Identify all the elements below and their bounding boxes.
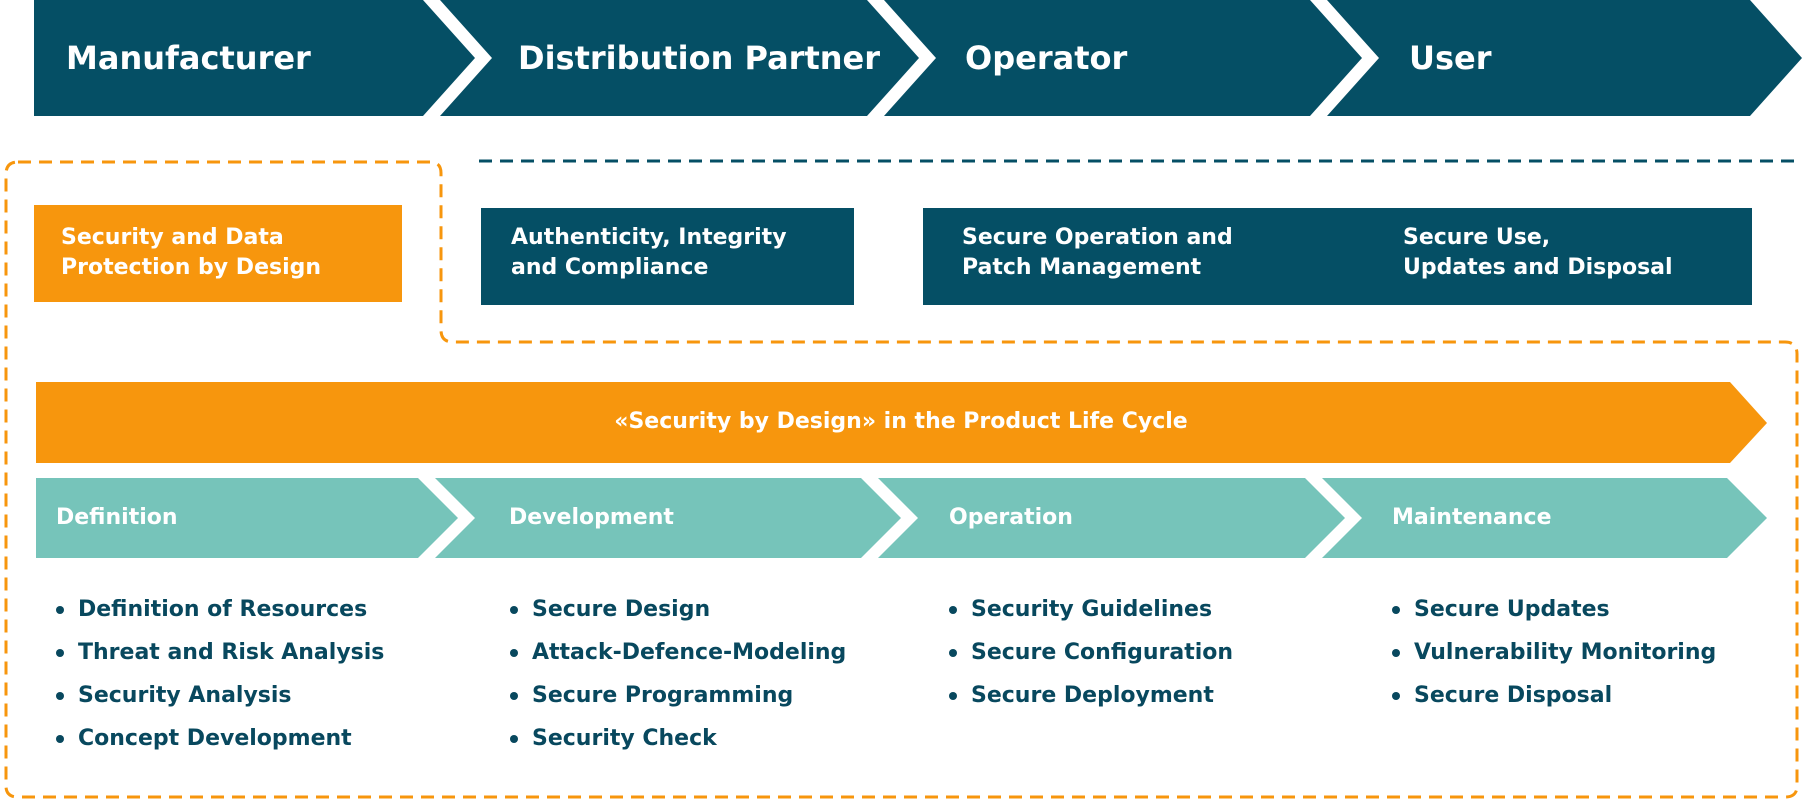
development-item-list: Secure Design Attack-Defence-Modeling Se…: [510, 588, 846, 760]
security-data-protection-label: Security and Data Protection by Design: [61, 225, 322, 280]
list-item: Definition of Resources: [56, 588, 384, 631]
list-item: Security Analysis: [56, 674, 384, 717]
list-item: Attack-Defence-Modeling: [510, 631, 846, 674]
list-item: Security Check: [510, 717, 846, 760]
phase-label-maintenance: Maintenance: [1392, 505, 1552, 530]
secure-operation-label: Secure Operation and Patch Management: [962, 225, 1233, 280]
role-label-user: User: [1409, 39, 1492, 77]
phase-arrow-maintenance: [1322, 478, 1767, 558]
phase-label-operation: Operation: [949, 505, 1073, 530]
phase-label-definition: Definition: [56, 505, 178, 530]
list-item: Threat and Risk Analysis: [56, 631, 384, 674]
operation-use-box: [923, 208, 1752, 305]
role-arrow-manufacturer: [34, 0, 475, 116]
list-item: Security Guidelines: [949, 588, 1233, 631]
security-data-protection-box: [34, 205, 402, 302]
role-arrow-distribution-partner: [440, 0, 919, 116]
definition-item-list: Definition of Resources Threat and Risk …: [56, 588, 384, 760]
list-item: Vulnerability Monitoring: [1392, 631, 1716, 674]
phase-arrow-development: [435, 478, 901, 558]
phase-arrow-operation: [878, 478, 1345, 558]
role-arrow-user: [1327, 0, 1802, 116]
role-label-distribution-partner: Distribution Partner: [518, 39, 881, 77]
life-cycle-banner-arrow: [36, 382, 1767, 463]
list-item: Secure Deployment: [949, 674, 1233, 717]
operation-item-list: Security Guidelines Secure Configuration…: [949, 588, 1233, 717]
list-item: Secure Configuration: [949, 631, 1233, 674]
list-item: Concept Development: [56, 717, 384, 760]
life-cycle-banner-label: «Security by Design» in the Product Life…: [614, 409, 1188, 434]
authenticity-integrity-box: [481, 208, 854, 305]
list-item: Secure Design: [510, 588, 846, 631]
list-item: Secure Programming: [510, 674, 846, 717]
secure-use-label: Secure Use, Updates and Disposal: [1403, 225, 1673, 280]
authenticity-integrity-label: Authenticity, Integrity and Compliance: [511, 225, 787, 280]
maintenance-item-list: Secure Updates Vulnerability Monitoring …: [1392, 588, 1716, 717]
role-label-manufacturer: Manufacturer: [66, 39, 311, 77]
list-item: Secure Updates: [1392, 588, 1716, 631]
phase-label-development: Development: [509, 505, 674, 530]
role-arrow-operator: [884, 0, 1362, 116]
role-label-operator: Operator: [965, 39, 1128, 77]
phase-arrow-definition: [36, 478, 458, 558]
list-item: Secure Disposal: [1392, 674, 1716, 717]
manufacturer-scope-dashed-frame: [4, 160, 1799, 799]
